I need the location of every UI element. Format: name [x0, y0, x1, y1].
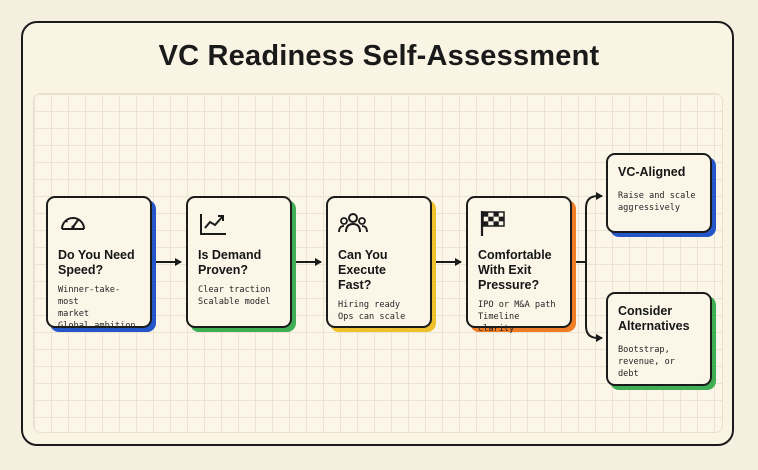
page-title: VC Readiness Self-Assessment: [158, 40, 600, 72]
branch-down: [585, 262, 603, 342]
speedometer-icon: [61, 217, 85, 230]
checkered-flag-icon: [480, 211, 505, 236]
outcome-description: Bootstrap,revenue, or debt: [618, 345, 675, 379]
trend-chart-icon: [200, 214, 226, 235]
branch-up: [585, 192, 603, 262]
outcome-title: VC-Aligned: [618, 165, 686, 179]
team-icon: [338, 213, 368, 233]
